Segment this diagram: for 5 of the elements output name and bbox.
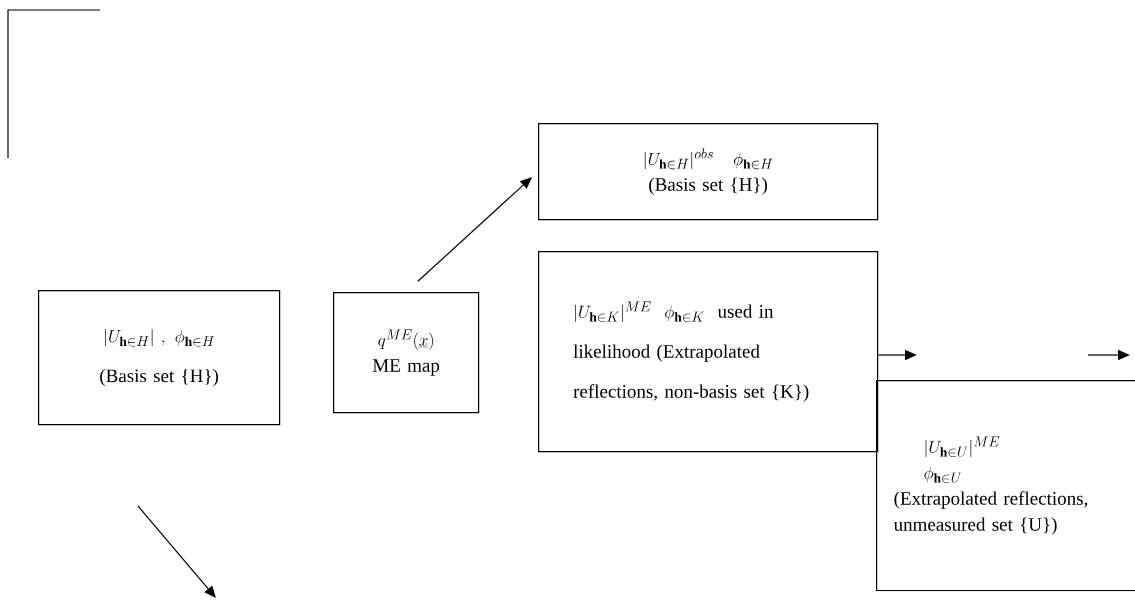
process-box: $q^{ME}(\underline{x})$ ME map (333, 292, 480, 414)
process-box: $|U_{\mathbf{h}\in H}|\ ,\ \phi_{\mathbf{h}\in H}$ (Basis set {H}) (38, 290, 281, 426)
process-box: $|U_{\mathbf{h}\in K}|^{ME}\ \ \phi_{\mathbf{h}\in K}$ used in likelihood (Extrapolated reflections, non-basis set {K}) (538, 251, 879, 453)
process-box: $|U_{\mathbf{h}\in H}|^{obs}\quad\phi_{\mathbf{h}\in H}$ (Basis set {H}) (538, 123, 879, 221)
process-box: $|U_{\mathbf{h}\in U}|^{ME}$ $\phi_{\mathbf{h}\in U}$ (Extrapolated reflections, unmeasured set {U}) (876, 380, 1135, 592)
